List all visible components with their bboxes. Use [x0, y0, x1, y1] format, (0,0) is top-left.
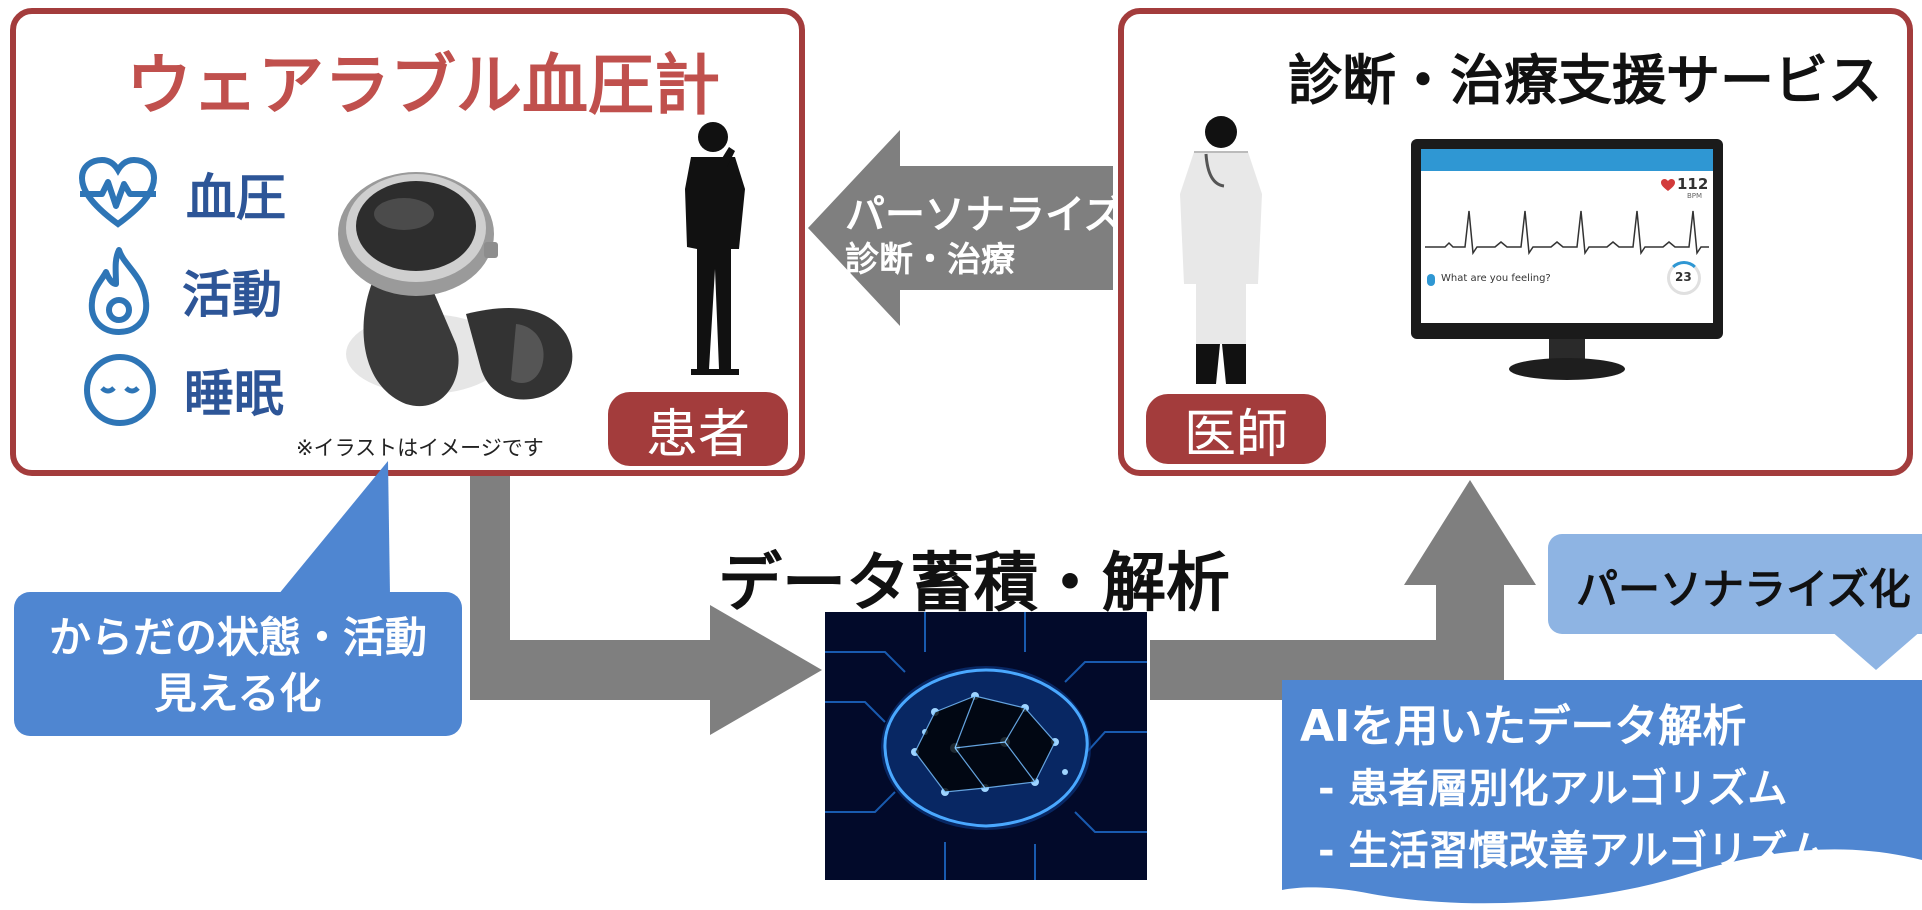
metric-activity: 活動: [84, 246, 282, 336]
feeling-prompt: What are you feeling?: [1441, 273, 1551, 284]
feedback-arrow: [808, 130, 1113, 326]
analysis-arrow: [1150, 480, 1536, 700]
metric-blood-pressure: 血圧: [78, 154, 286, 234]
smartwatch-image: [338, 172, 573, 407]
score-value: 23: [1675, 270, 1692, 284]
wearable-panel-title: ウェアラブル血圧計: [126, 47, 720, 124]
metric-label-activity: 活動: [182, 266, 282, 324]
monitor: 112 BPM What are you feeling? 23: [1411, 139, 1723, 339]
ai-box-item-2: - 生活習慣改善アルゴリズム: [1318, 828, 1828, 874]
monitor-app-bar: [1421, 149, 1713, 171]
monitor-stand: [1549, 339, 1585, 361]
heart-rate-value: 112: [1677, 175, 1709, 193]
right-callout-text: パーソナライズ化: [1576, 565, 1911, 614]
feedback-arrow-line1: パーソナライズ: [845, 192, 1124, 238]
heart-rate-unit: BPM: [1687, 192, 1703, 200]
diagnosis-panel-title: 診断・治療支援サービス: [1288, 49, 1882, 112]
left-callout-line2: 見える化: [154, 669, 322, 718]
doctor-badge: 医師: [1146, 394, 1326, 465]
patient-badge: 患者: [608, 392, 788, 466]
feedback-arrow-line2: 診断・治療: [845, 240, 1015, 280]
monitor-screen: 112 BPM What are you feeling? 23: [1421, 149, 1713, 323]
wearable-panel: ウェアラブル血圧計 血圧 活動 睡眠 ※イラストはイメージで: [10, 8, 805, 476]
sleeping-face-icon: [84, 354, 156, 426]
ai-box-item-1: - 患者層別化アルゴリズム: [1318, 766, 1788, 812]
ai-brain-image: [825, 612, 1147, 880]
ai-box-title: AIを用いたデータ解析: [1300, 701, 1747, 752]
left-callout-tail: [278, 461, 390, 595]
illustration-note: ※イラストはイメージです: [296, 436, 544, 460]
collect-arrow: [470, 470, 822, 735]
left-callout-line1: からだの状態・活動: [48, 613, 427, 662]
ecg-waveform: [1425, 210, 1709, 256]
ai-analysis-box: [1282, 680, 1922, 904]
center-title: データ蓄積・解析: [718, 547, 1230, 621]
metric-label-sleep: 睡眠: [184, 365, 284, 423]
microphone-icon: [1427, 274, 1435, 286]
heart-icon: [1661, 179, 1675, 191]
heart-pulse-icon: [78, 156, 158, 228]
right-callout: [1548, 534, 1922, 634]
patient-silhouette: [685, 122, 745, 375]
metric-sleep: 睡眠: [82, 352, 284, 428]
monitor-base: [1509, 358, 1625, 380]
left-callout: [14, 592, 462, 736]
metric-label-blood-pressure: 血圧: [186, 169, 286, 227]
doctor-silhouette: [1180, 116, 1262, 384]
flame-icon: [88, 247, 150, 335]
right-callout-tail: [1830, 630, 1922, 670]
score-circle: [1667, 261, 1701, 295]
diagnosis-panel: 診断・治療支援サービス 112 BPM What are you feeling…: [1118, 8, 1913, 476]
